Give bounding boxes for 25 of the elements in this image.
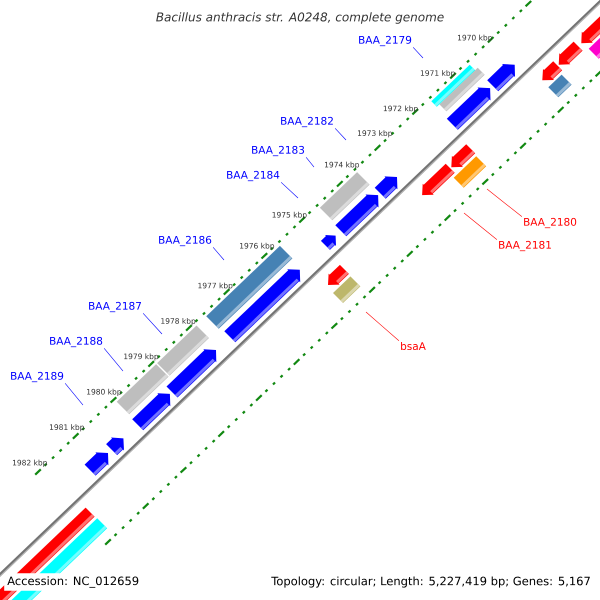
leader-line <box>104 348 124 372</box>
accession-label: Accession: NC_012659 <box>4 573 142 591</box>
gene-label: BAA_2180 <box>524 218 576 228</box>
leader-line <box>306 157 314 168</box>
leader-line <box>366 312 400 342</box>
gene-label: BAA_2179 <box>359 36 412 46</box>
gene-label: BAA_2186 <box>159 236 212 246</box>
leader-line <box>142 313 162 334</box>
leader-line <box>464 212 498 240</box>
leader-line <box>212 247 224 260</box>
gene-label: BAA_2188 <box>50 336 102 348</box>
leader-line <box>486 188 522 217</box>
leader-line <box>412 47 424 58</box>
map-title: Bacillus anthracis str. A0248, complete genome <box>156 12 444 24</box>
leader-line <box>334 128 346 140</box>
gene-label: BAA_2184 <box>227 170 280 182</box>
gene-label: bsaA <box>401 342 426 350</box>
genome-info-label: Topology: circular; Length: 5,227,419 bp; Genes: 5,167 <box>268 573 594 591</box>
gene-label: BAA_2182 <box>281 116 333 128</box>
leader-line <box>280 182 298 198</box>
gene-label: BAA_2189 <box>11 372 64 382</box>
gene-label: BAA_2181 <box>499 240 551 252</box>
gene-label: BAA_2183 <box>252 146 304 156</box>
gene-label: BAA_2187 <box>89 302 141 312</box>
leader-line <box>64 383 84 406</box>
